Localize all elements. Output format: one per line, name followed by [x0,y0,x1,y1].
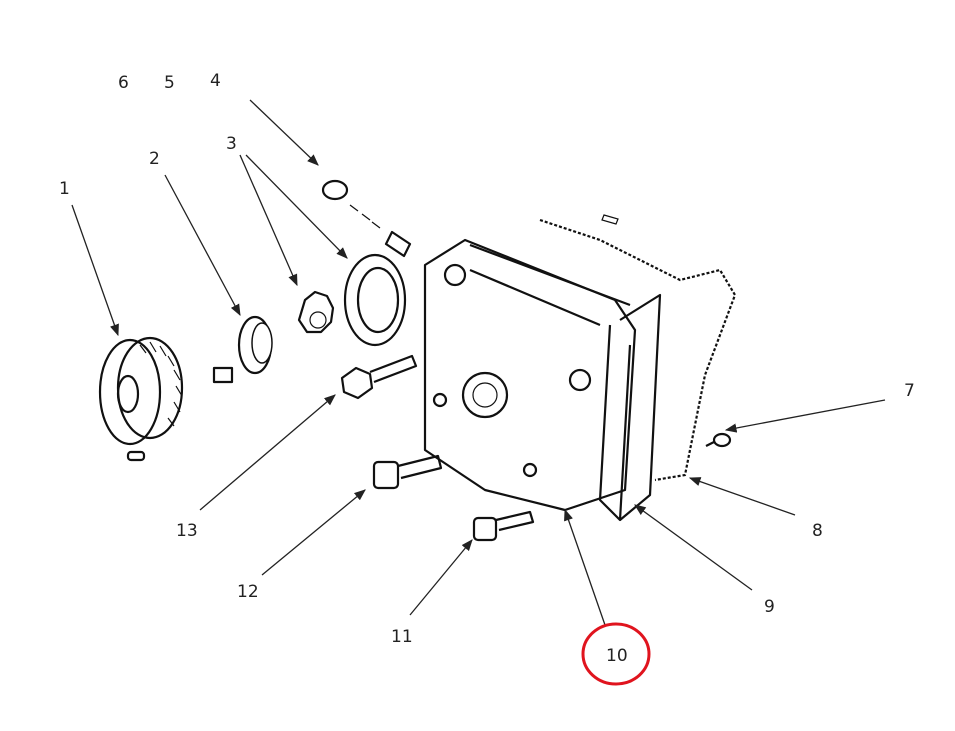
part-2-seal [212,315,273,384]
part-13-bolt [340,354,418,400]
label-part-4: 4 [210,71,221,91]
label-part-8: 8 [812,521,823,541]
label-part-6: 6 [118,73,129,93]
leader-lines [71,99,886,626]
label-part-9: 9 [764,597,775,617]
label-part-7: 7 [904,381,915,401]
label-part-13: 13 [176,521,198,541]
label-part-2: 2 [149,149,160,169]
part-7-screw [705,432,732,448]
part-4-6-relief-valve [321,179,412,258]
label-part-12: 12 [237,582,259,602]
label-part-5: 5 [164,73,175,93]
part-10-pump-housing [423,238,637,522]
label-part-3: 3 [226,134,237,154]
highlight-circle [581,622,651,686]
part-11-bolt [472,510,535,542]
label-part-1: 1 [59,179,70,199]
part-8-gasket [539,214,737,482]
label-part-11: 11 [391,627,413,647]
part-12-bolt [372,454,443,490]
part-3-pump-rotors [297,253,407,347]
part-1-sprocket [98,336,184,462]
label-part-10: 10 [606,646,628,666]
